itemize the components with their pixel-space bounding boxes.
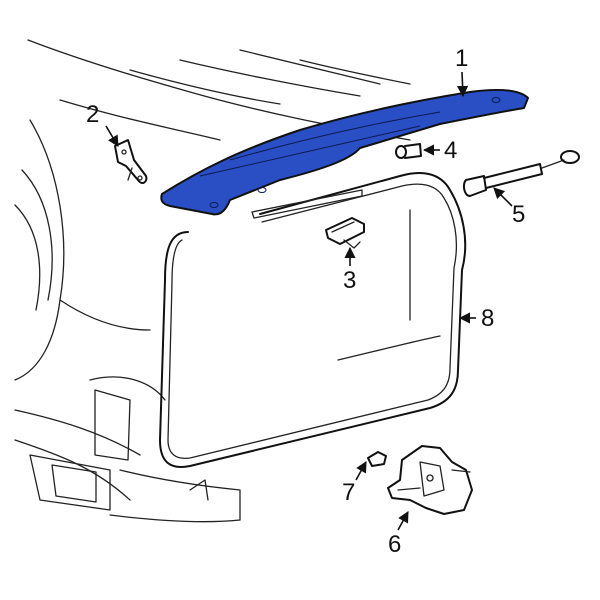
part-4-bolt: [395, 143, 422, 159]
callout-4: 4: [444, 137, 457, 164]
callout-1: 1: [455, 45, 468, 72]
callout-labels: 1 2 3 4 5 6 7 8: [86, 45, 525, 558]
leader-6: [397, 511, 409, 531]
part-8-weatherstrip-seal: [159, 172, 467, 468]
callout-5: 5: [512, 201, 525, 228]
callout-3: 3: [343, 267, 356, 294]
leader-5: [493, 187, 513, 207]
leader-7: [355, 461, 367, 481]
callout-leaders: [105, 71, 513, 531]
vehicle-body-outline: [14, 39, 411, 523]
callout-7: 7: [342, 479, 355, 506]
callout-8: 8: [481, 305, 494, 332]
part-5-lift-support: [462, 150, 580, 197]
part-2-hinge: [114, 139, 148, 184]
part-3-lamp: [325, 217, 365, 249]
leader-1: [456, 71, 469, 98]
part-7-clip: [367, 451, 387, 467]
part-6-latch: [387, 445, 473, 515]
callout-6: 6: [388, 531, 401, 558]
callout-2: 2: [86, 101, 99, 128]
part-1-spoiler: [160, 89, 529, 219]
leader-2: [105, 125, 119, 147]
